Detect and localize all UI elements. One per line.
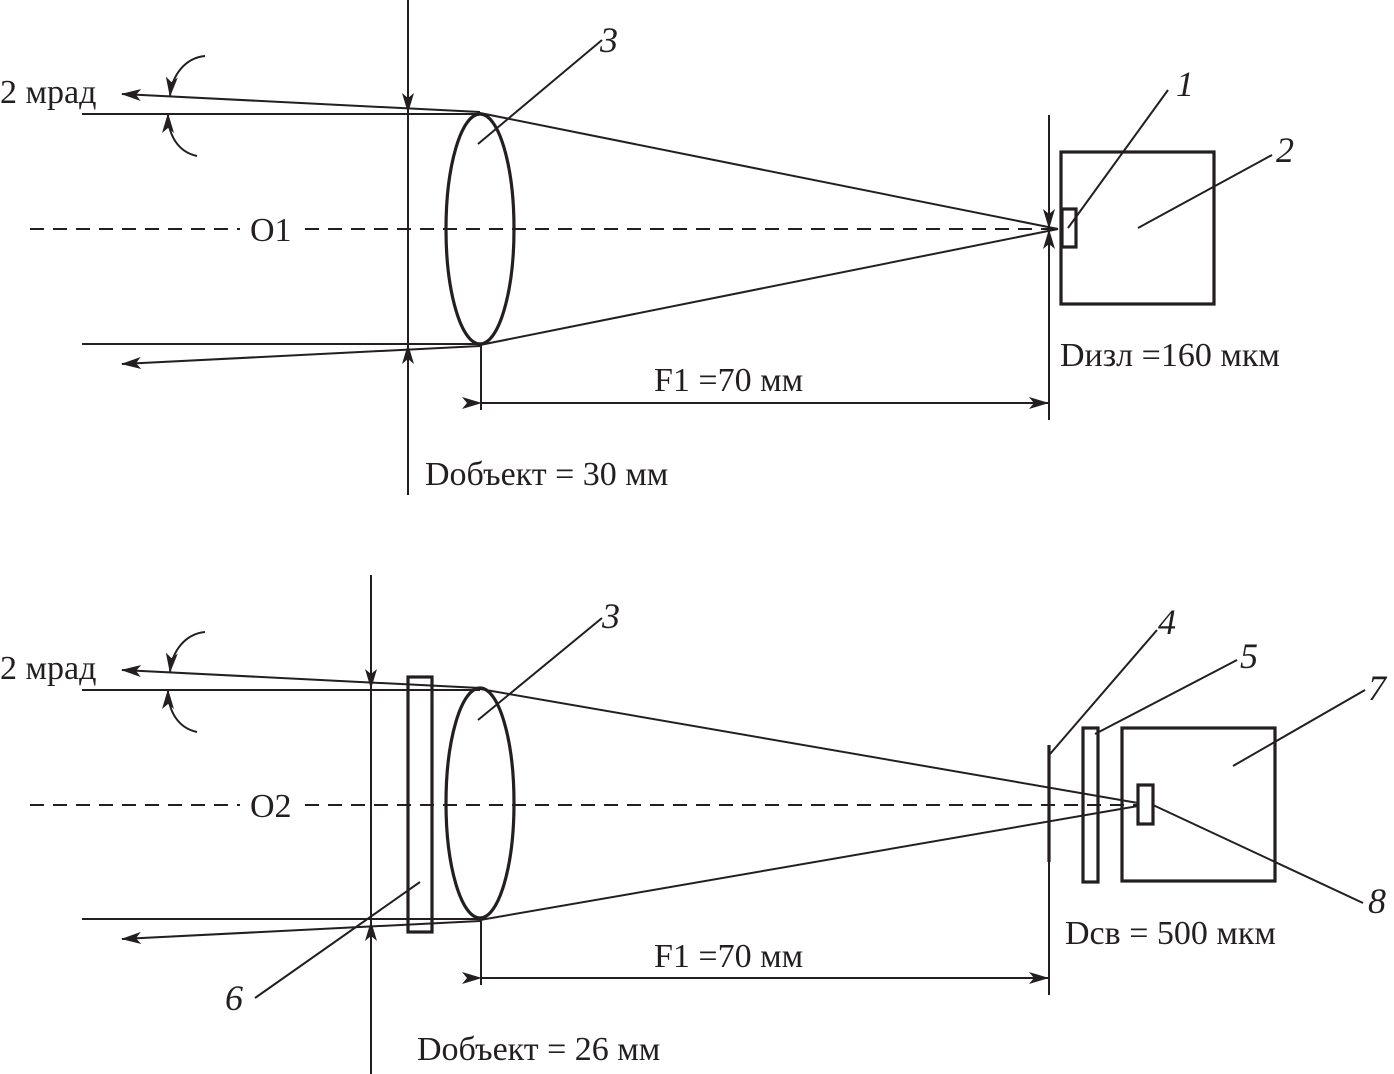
callout-leader-2: [1137, 154, 1273, 229]
window-6: [406, 675, 434, 934]
callout-leader-6: [254, 881, 421, 999]
divergent-ray-top: [121, 88, 481, 113]
aperture-label: Dобъект = 26 мм: [417, 1031, 660, 1068]
callout-6: 6: [225, 978, 243, 1018]
callout-leader-7: [1232, 689, 1366, 767]
detector-8: [1136, 783, 1155, 826]
callout-1: 1: [1176, 64, 1194, 104]
callout-leader-4: [1049, 629, 1158, 755]
callout-7: 7: [1368, 668, 1388, 708]
angle-arrow-top: [165, 55, 206, 97]
divergent-ray-top: [121, 664, 481, 689]
callout-leader-5: [1094, 659, 1238, 735]
lens-3: [444, 686, 516, 920]
callout-4: 4: [1158, 602, 1176, 642]
callout-leader-3: [477, 617, 603, 721]
emitter-1: [1060, 207, 1078, 249]
divergent-ray-bottom: [121, 920, 481, 945]
converging-ray-top: [479, 112, 1059, 230]
axis-label-o1: O1: [250, 212, 292, 249]
callout-2: 2: [1276, 130, 1294, 170]
axis-label-o2: O2: [250, 788, 292, 825]
divergence-label: 2 мрад: [0, 74, 96, 111]
callout-leader-1: [1067, 89, 1169, 229]
converging-ray-bottom: [479, 805, 1139, 921]
converging-ray-top: [479, 688, 1139, 804]
callout-8: 8: [1368, 881, 1386, 921]
aperture-label: Dобъект = 30 мм: [425, 456, 668, 493]
receiver-housing-7: [1120, 726, 1277, 883]
callout-leader-8: [1152, 804, 1364, 904]
divergent-ray-bottom: [121, 345, 481, 370]
angle-arrow-bottom: [162, 689, 198, 733]
source-size-label: Dизл =160 мкм: [1060, 337, 1280, 374]
callout-leader-3: [477, 39, 603, 145]
divergence-label: 2 мрад: [0, 650, 96, 687]
filter-5: [1081, 726, 1100, 884]
fiber-size-label: Dсв = 500 мкм: [1065, 915, 1276, 952]
top-scheme: O1 2 мрад 3 1 2 Dизл =160 мкм: [0, 0, 1294, 495]
housing-2: [1059, 150, 1216, 306]
angle-arrow-top: [165, 631, 206, 673]
callout-3: 3: [599, 20, 618, 60]
callout-5: 5: [1240, 636, 1258, 676]
callout-3: 3: [601, 596, 620, 636]
converging-ray-bottom: [479, 228, 1059, 346]
bottom-scheme: O2 2 мрад 6 3 4 5 7: [0, 575, 1388, 1074]
focal-length-label: F1 =70 мм: [654, 938, 803, 975]
angle-arrow-bottom: [162, 113, 198, 157]
focal-length-label: F1 =70 мм: [654, 362, 803, 399]
